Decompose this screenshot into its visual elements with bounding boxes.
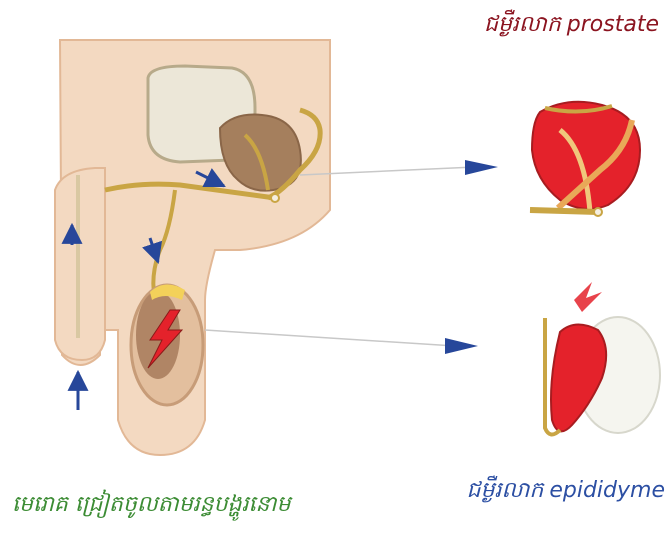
label-latin: epididyme [549, 478, 665, 503]
inflamed-epididymis-inset [545, 282, 660, 435]
penis [55, 168, 105, 360]
label-khmer: ជម្ងឺរលាក [484, 12, 561, 37]
infection-route-caption: មេរោគ ជ្រៀតចូលតាមរន្ធបង្ហូរនោម [12, 490, 290, 522]
inflamed-prostate-inset [530, 102, 640, 216]
label-khmer: ជម្ងឺរលាក [467, 478, 544, 503]
label-latin: prostate [567, 12, 659, 37]
